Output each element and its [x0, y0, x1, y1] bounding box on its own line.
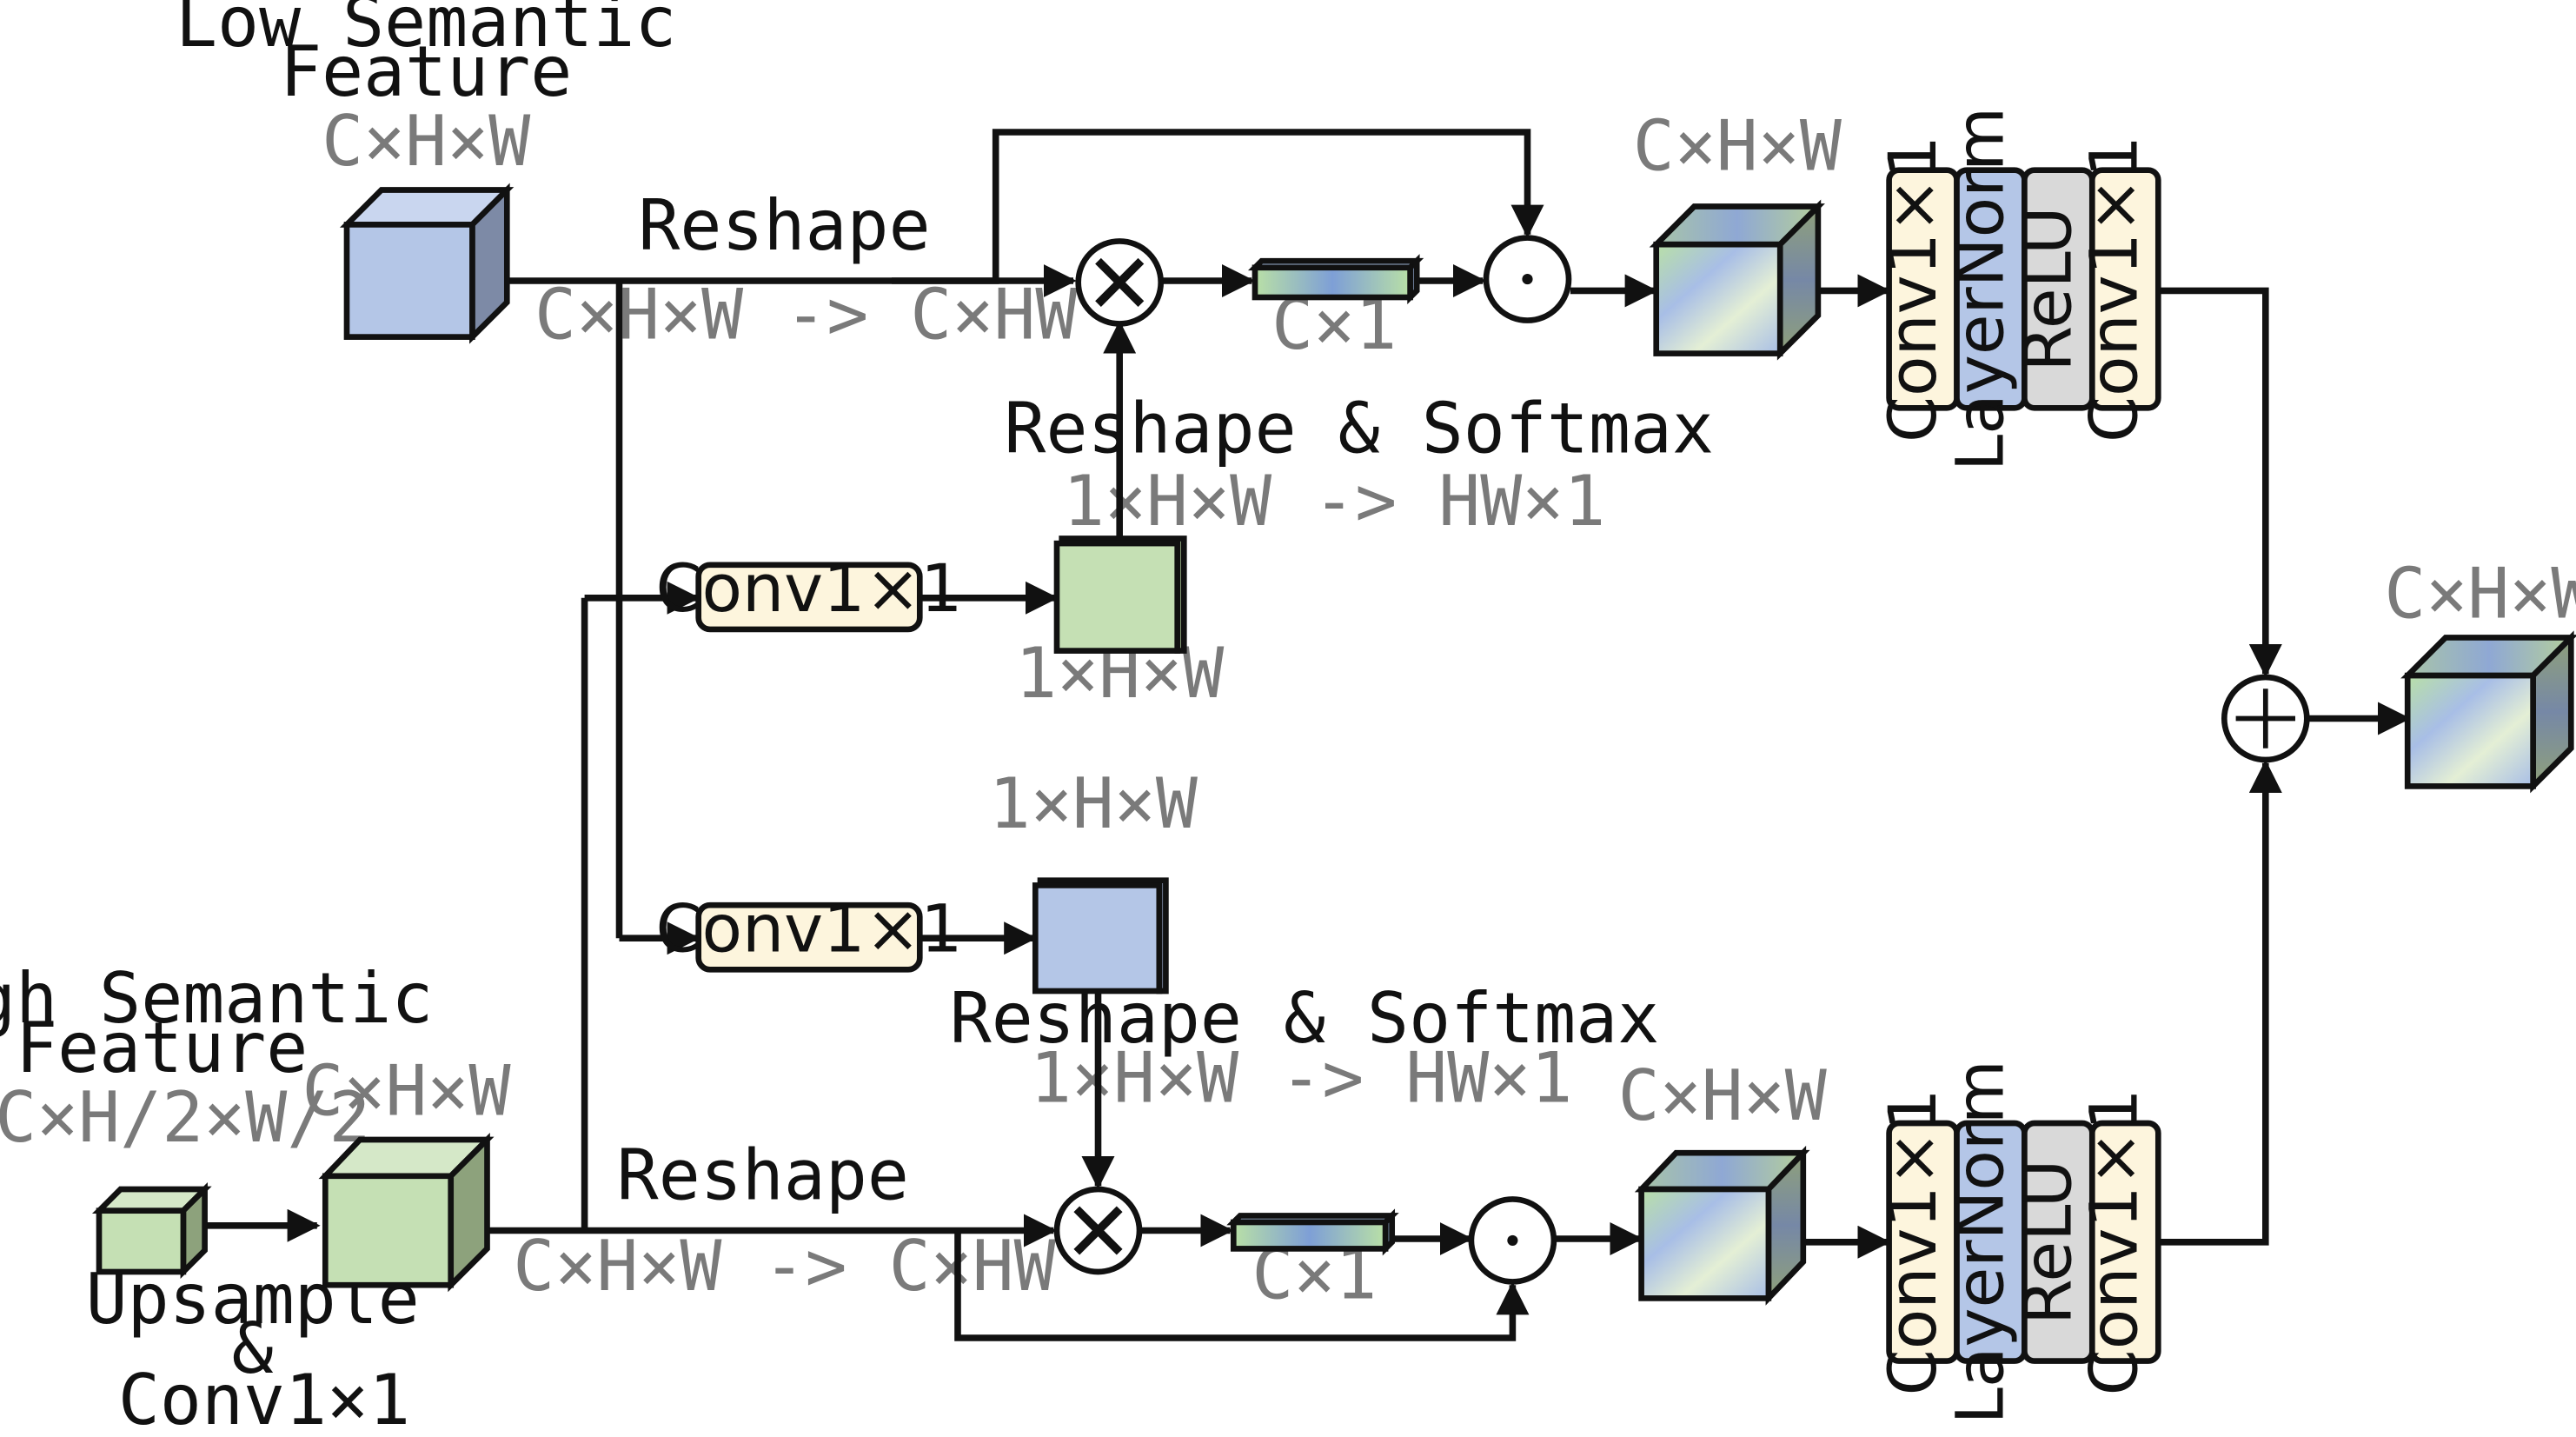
ffn-bottom-conv2-label: Conv1×1 — [2075, 1088, 2153, 1395]
ffn-block-bottom: Conv1×1 LayerNorm ReLU Conv1×1 — [1874, 1060, 2161, 1424]
output-bottom-dim: C×H×W — [1618, 1055, 1828, 1136]
softmax-top-dim: 1×H×W -> HW×1 — [1063, 461, 1605, 542]
ffn-bottom-conv2 — [2088, 1120, 2161, 1364]
dot-icon — [1522, 274, 1533, 285]
softmax-top-label: Reshape & Softmax — [1004, 389, 1714, 469]
reshape-top-dim: C×H×W -> C×HW — [534, 275, 1078, 356]
ffn-top-conv2 — [2088, 167, 2161, 411]
conv-box-bottom-label: Conv1×1 — [655, 889, 962, 967]
ffn-top-conv2-label: Conv1×1 — [2075, 136, 2153, 442]
upsampled-feature-cube — [318, 1132, 495, 1293]
dot-operator-bottom — [1468, 1196, 1557, 1285]
dot-icon — [1507, 1234, 1518, 1246]
high-feature-dim: 2C×H/2×W/2 — [0, 1077, 370, 1158]
multiply-operator-bottom — [1053, 1186, 1143, 1275]
reshape-top-label: Reshape — [638, 185, 930, 266]
conv-box-top-label: Conv1×1 — [655, 549, 962, 627]
upsample-label-line3: Conv1×1 — [118, 1360, 410, 1437]
wire-bottom-skip — [954, 1230, 1530, 1341]
attention-map-top — [1053, 536, 1187, 654]
softmax-bottom-dim: 1×H×W -> HW×1 — [1030, 1037, 1572, 1118]
att-map-bottom-dim: 1×H×W — [989, 763, 1198, 844]
multiply-operator-top — [1075, 238, 1165, 327]
high-semantic-feature-cube — [91, 1181, 212, 1280]
context-vector-top — [1247, 254, 1424, 305]
multiply-icon — [1095, 257, 1145, 307]
context-vector-bottom — [1226, 1208, 1399, 1256]
reshape-bottom-dim: C×H×W -> C×HW — [513, 1226, 1056, 1307]
output-cube-bottom — [1634, 1145, 1810, 1306]
ffn-top-conv1-label: Conv1×1 — [1874, 136, 1951, 442]
multiply-icon — [1073, 1206, 1123, 1255]
high-semantic-label-line2: Feature — [16, 1008, 308, 1088]
final-output-dim: C×H×W — [2384, 554, 2576, 635]
ffn-block-top: Conv1×1 LayerNorm ReLU Conv1×1 — [1874, 107, 2161, 471]
low-feature-dim: C×H×W — [322, 101, 531, 182]
wire-top-block-to-add — [2158, 287, 2282, 677]
conv-box-bottom: Conv1×1 — [655, 889, 963, 973]
output-top-dim: C×H×W — [1633, 106, 1842, 187]
low-semantic-label-line2: Feature — [280, 31, 572, 112]
conv-box-top: Conv1×1 — [655, 549, 963, 633]
high-semantic-label-line1: High Semantic — [0, 958, 433, 1039]
wire-top-skip — [892, 129, 1544, 284]
ffn-top-relu-label: ReLU — [2009, 206, 2087, 371]
ffn-top-layernorm-label: LayerNorm — [1942, 107, 2019, 471]
low-semantic-feature-cube — [339, 183, 515, 344]
reshape-bottom-label: Reshape — [617, 1134, 909, 1215]
final-output-cube — [2400, 630, 2576, 794]
add-operator — [2221, 674, 2310, 763]
ffn-bottom-layernorm-label: LayerNorm — [1942, 1060, 2019, 1424]
dot-operator-top — [1483, 235, 1572, 323]
wire-bottom-block-to-add — [2158, 760, 2282, 1246]
ffn-bottom-relu-label: ReLU — [2009, 1160, 2087, 1325]
upsampled-feature-dim: C×H×W — [302, 1051, 511, 1132]
plus-icon — [2235, 689, 2295, 748]
upsample-label-line2: & — [232, 1308, 274, 1389]
attention-map-bottom — [1032, 877, 1169, 995]
output-cube-top — [1649, 199, 1825, 361]
low-semantic-label-line1: Low Semantic — [176, 0, 676, 63]
ffn-bottom-conv1-label: Conv1×1 — [1874, 1088, 1951, 1395]
connections — [193, 129, 2411, 1341]
